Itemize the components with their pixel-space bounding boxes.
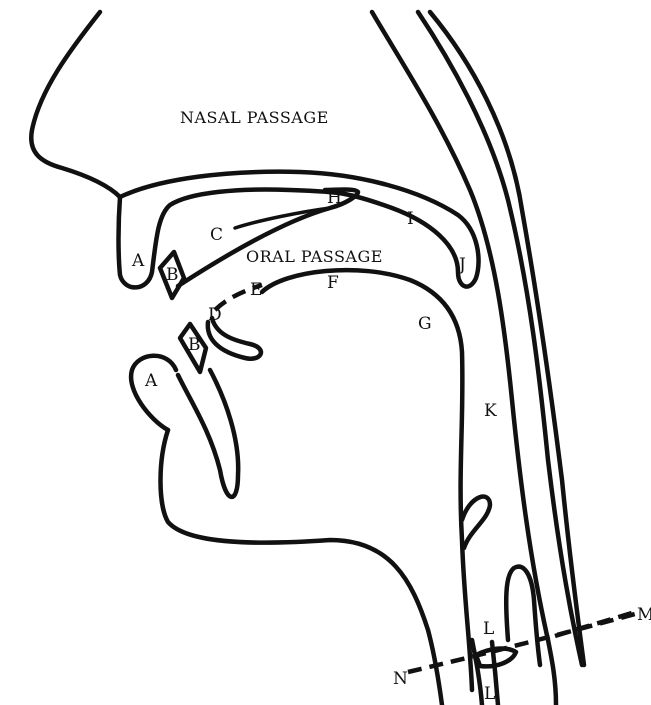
- label-m: M: [637, 605, 651, 625]
- label-f: F: [327, 273, 339, 293]
- chin-outline: [178, 370, 238, 497]
- oral-passage-label: ORAL PASSAGE: [246, 247, 383, 266]
- label-k: K: [484, 401, 497, 421]
- label-b-lower: B: [188, 335, 201, 355]
- larynx-left-outline: [472, 640, 482, 705]
- jaw-outline: [161, 430, 443, 705]
- pharynx-back-outline: [418, 12, 582, 665]
- label-a-lower: A: [144, 371, 158, 391]
- nasal-passage-label: NASAL PASSAGE: [180, 108, 329, 127]
- label-i: I: [407, 209, 414, 229]
- label-n: N: [393, 669, 408, 689]
- label-j: J: [457, 255, 466, 275]
- label-c: C: [210, 225, 223, 245]
- label-l-upper: L: [483, 619, 494, 639]
- label-e: E: [250, 280, 262, 300]
- label-g: G: [418, 314, 432, 334]
- tongue-dorsum-outline: [262, 270, 472, 690]
- lower-lip-outline: [131, 356, 176, 430]
- label-l-lower: L: [484, 684, 495, 704]
- label-b-upper: B: [166, 265, 179, 285]
- line-m-upper: [555, 612, 635, 636]
- label-h: H: [327, 188, 342, 208]
- label-a-upper: A: [131, 251, 145, 271]
- label-d: D: [208, 305, 222, 325]
- nose-outline: [31, 12, 120, 197]
- epiglottis-outline: [462, 497, 490, 548]
